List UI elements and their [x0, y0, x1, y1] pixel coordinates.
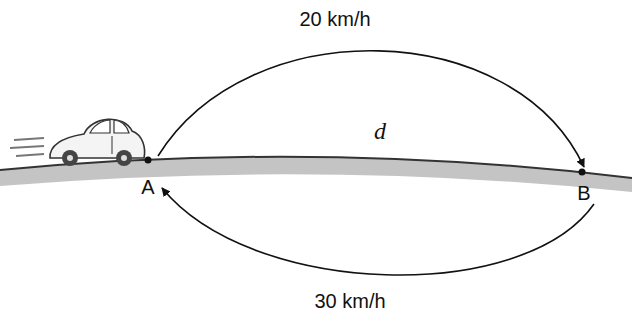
point-label: A — [136, 176, 160, 198]
speed-label: 20 km/h — [299, 8, 370, 31]
road — [0, 157, 632, 192]
trip-arrow — [162, 188, 594, 275]
speed-label: 30 km/h — [314, 290, 385, 313]
road-edge — [0, 157, 632, 178]
trip-arrow — [158, 51, 584, 167]
distance-label: d — [374, 118, 386, 145]
point-dot — [579, 169, 586, 176]
point-marker: A — [136, 156, 160, 198]
point-dot — [145, 157, 152, 164]
speed-lines — [10, 138, 44, 156]
point-label: B — [572, 182, 596, 204]
point-marker: B — [572, 168, 596, 204]
car — [50, 119, 145, 166]
